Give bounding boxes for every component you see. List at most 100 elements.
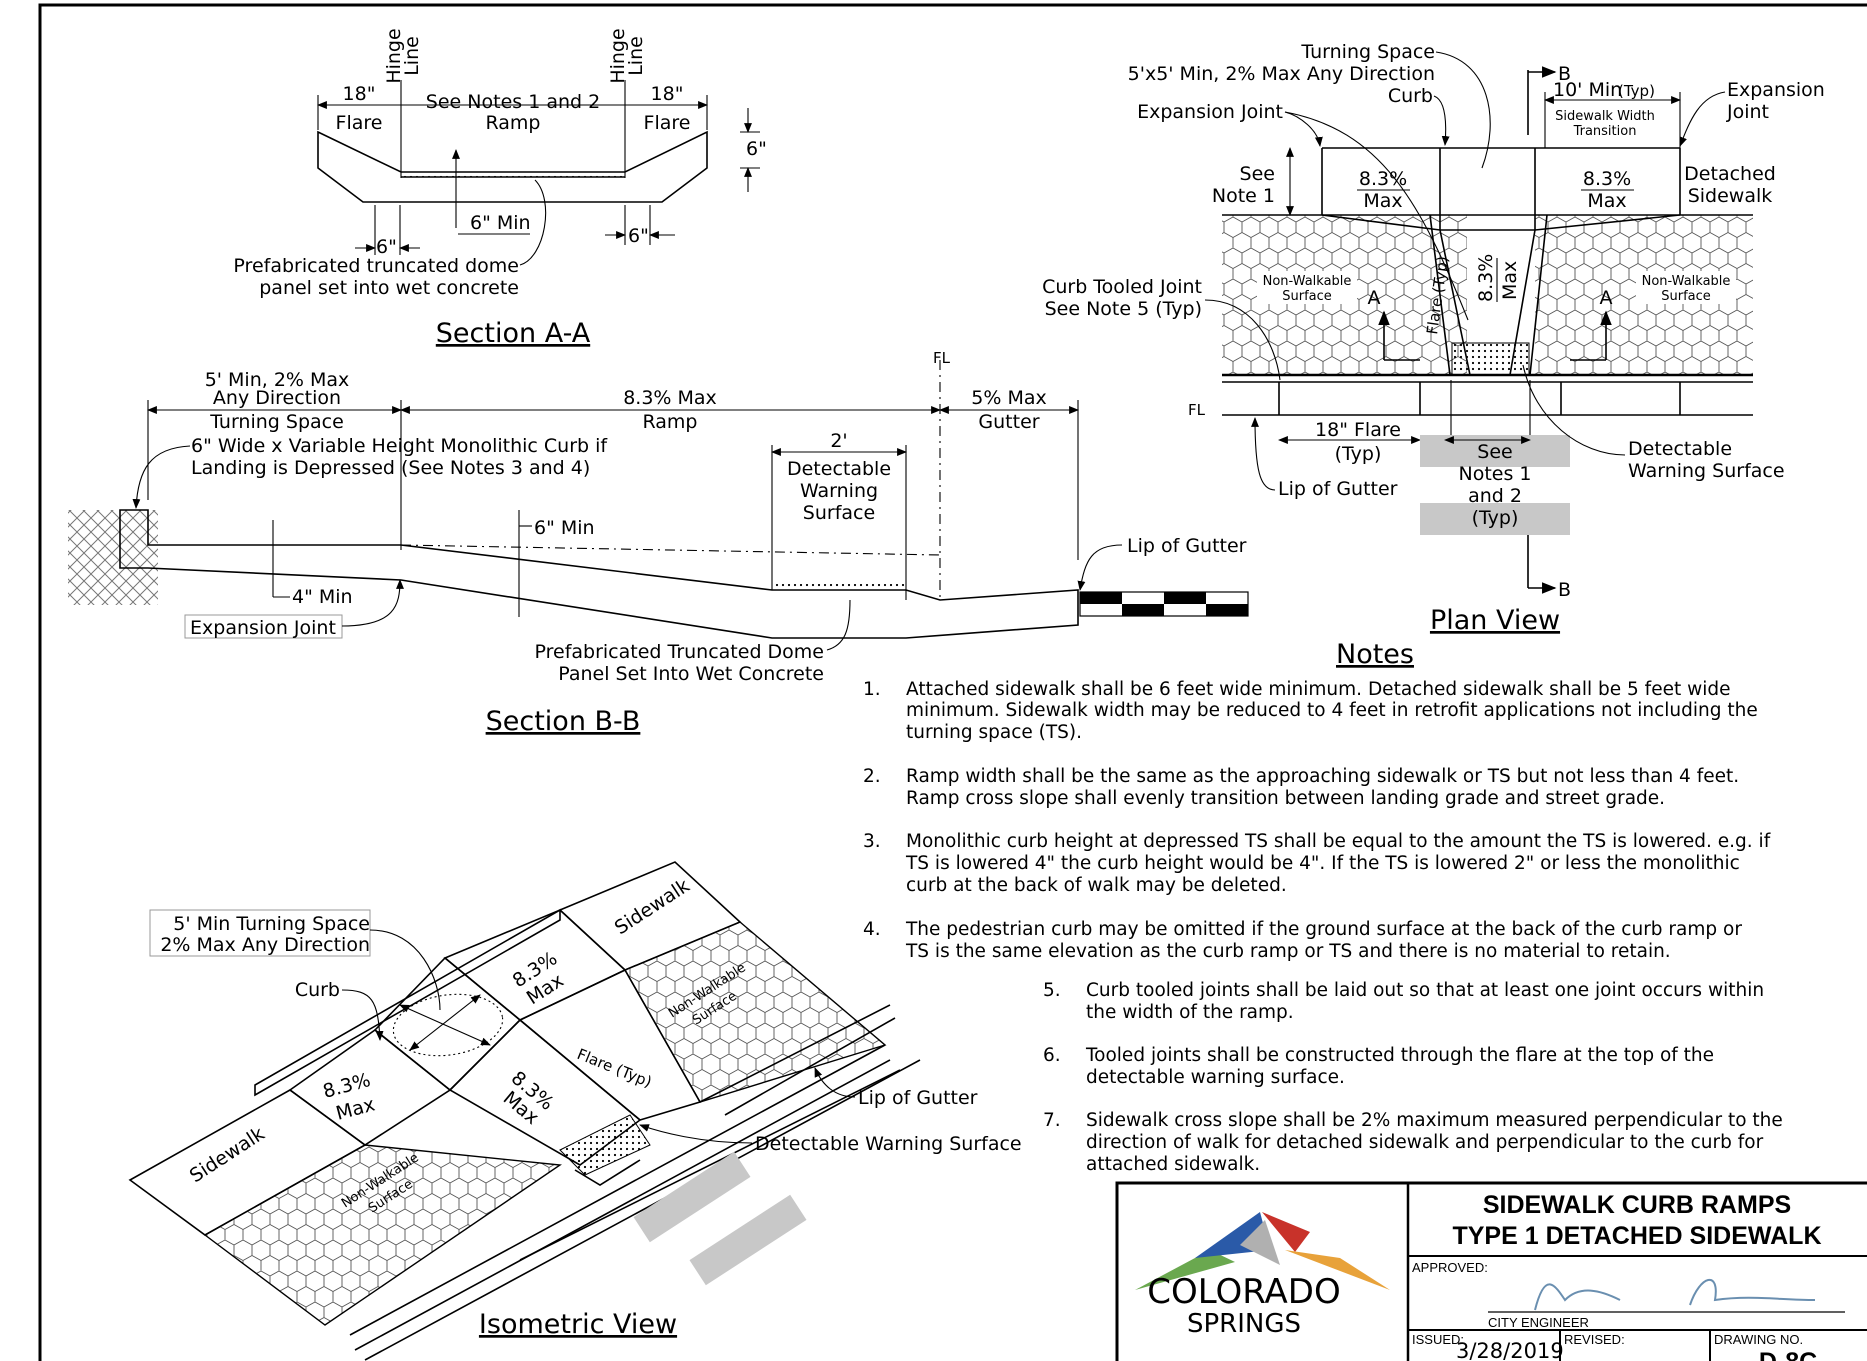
pv-slope-right-max: Max — [1587, 190, 1626, 212]
pv-section-b-top: B — [1558, 63, 1571, 85]
bb-6in-min: 6" Min — [534, 517, 595, 539]
colorado-springs-logo: COLORADO SPRINGS — [1135, 1212, 1390, 1339]
bb-gutter-label: Gutter — [978, 411, 1039, 433]
pv-nonwalk-right-2: Surface — [1661, 289, 1711, 304]
hinge-line-right-2: Line — [625, 36, 647, 76]
iso-lip-of-gutter: Lip of Gutter — [858, 1087, 978, 1109]
note-2-line-2: Ramp cross slope shall evenly transition… — [906, 788, 1665, 809]
bb-dws-2: Warning — [800, 480, 878, 502]
note-6-line-1: Tooled joints shall be constructed throu… — [1085, 1045, 1714, 1066]
pv-see-note-1b: Note 1 — [1212, 185, 1275, 207]
pv-dws-2: Warning Surface — [1628, 460, 1785, 482]
pv-see-notes-2: Notes 1 — [1458, 463, 1531, 485]
bb-flowline-label: FL — [933, 349, 951, 367]
bb-gutter-checker — [1079, 591, 1249, 617]
tb-city-engineer: CITY ENGINEER — [1488, 1315, 1589, 1330]
bb-4in-min: 4" Min — [292, 586, 353, 608]
aa-6in-min: 6" Min — [470, 212, 531, 234]
bb-curb-note-2: Landing is Depressed (See Notes 3 and 4) — [191, 457, 590, 479]
pv-width-transition-2: Transition — [1573, 124, 1637, 139]
notes-heading: Notes — [1336, 639, 1414, 670]
pv-section-a-right: A — [1570, 287, 1613, 361]
bb-curb-note-1: 6" Wide x Variable Height Monolithic Cur… — [191, 435, 608, 457]
section-bb: 5' Min, 2% Max Any Direction Turning Spa… — [68, 349, 1249, 737]
bb-dws-3: Surface — [803, 502, 875, 524]
pv-dws — [1451, 342, 1530, 376]
tb-title-line-2: TYPE 1 DETACHED SIDEWALK — [1452, 1222, 1821, 1250]
tb-signature — [1534, 1279, 1816, 1311]
tb-issued-date: 3/28/2019 — [1456, 1339, 1564, 1361]
note-4-line-1: The pedestrian curb may be omitted if th… — [905, 919, 1742, 940]
note-3-line-3: curb at the back of walk may be deleted. — [906, 875, 1287, 896]
pv-see-notes-4: (Typ) — [1472, 507, 1519, 529]
note-3-num: 3. — [863, 831, 881, 852]
iso-nonwalk-bottom — [203, 1144, 562, 1326]
title-block: SIDEWALK CURB RAMPS TYPE 1 DETACHED SIDE… — [1115, 1181, 1867, 1361]
pv-expansion-joint-right-2: Joint — [1726, 101, 1769, 123]
pv-expansion-joint: Expansion Joint — [1137, 101, 1283, 123]
pv-detached-sidewalk-2: Sidewalk — [1688, 185, 1773, 207]
pv-width-transition-1: Sidewalk Width — [1555, 109, 1655, 124]
note-4-num: 4. — [863, 919, 881, 940]
logo-text-springs: SPRINGS — [1187, 1309, 1301, 1339]
pv-dws-1: Detectable — [1628, 438, 1732, 460]
note-4-line-2: TS is the same elevation as the curb ram… — [905, 941, 1671, 962]
iso-gutter — [349, 1044, 921, 1361]
notes: Notes 1. Attached sidewalk shall be 6 fe… — [863, 639, 1783, 1175]
pv-ramp-slope-max: Max — [1499, 261, 1521, 300]
tb-revised-label: REVISED: — [1564, 1332, 1625, 1347]
bb-ground-hatch — [68, 510, 158, 605]
note-7-num: 7. — [1043, 1110, 1061, 1131]
aa-6in-bottom-right: 6" — [628, 225, 649, 247]
pv-turning-space-1: Turning Space — [1300, 41, 1435, 63]
bb-turning-space-3: Turning Space — [209, 411, 344, 433]
note-5-num: 5. — [1043, 980, 1061, 1001]
note-7-line-3: attached sidewalk. — [1086, 1154, 1260, 1175]
aa-dome-note-1: Prefabricated truncated dome — [233, 255, 519, 277]
pv-nonwalk-left-2: Surface — [1282, 289, 1332, 304]
bb-turning-space-2: Any Direction — [213, 387, 341, 409]
tb-drawing-no: D-8C — [1759, 1348, 1817, 1361]
bb-expansion-joint: Expansion Joint — [190, 617, 336, 639]
section-aa-title: Section A-A — [436, 318, 591, 349]
bb-dome-note-2: Panel Set Into Wet Concrete — [558, 663, 824, 685]
aa-flare-right-dim: 18" — [651, 83, 684, 105]
note-5-line-1: Curb tooled joints shall be laid out so … — [1086, 980, 1764, 1001]
pv-flowline: FL — [1188, 401, 1206, 419]
pv-see-notes-3: and 2 — [1468, 485, 1522, 507]
bb-dws-1: Detectable — [787, 458, 891, 480]
sheet-border — [38, 3, 1867, 1361]
tb-drawing-no-label: DRAWING NO. — [1714, 1332, 1803, 1347]
logo-mountain-red — [1262, 1212, 1310, 1252]
pv-slope-left-val: 8.3% — [1359, 168, 1407, 190]
isometric-view-title: Isometric View — [479, 1309, 677, 1340]
pv-see-note-1a: See — [1240, 163, 1275, 185]
iso-nonwalk-top — [624, 921, 887, 1103]
iso-curb-label: Curb — [295, 979, 340, 1001]
bb-ramp-slope: 8.3% Max — [623, 387, 717, 409]
pv-slope-left-max: Max — [1363, 190, 1402, 212]
note-1-line-3: turning space (TS). — [906, 722, 1082, 743]
note-6-num: 6. — [1043, 1045, 1061, 1066]
pv-nonwalk-right-1: Non-Walkable — [1642, 274, 1731, 289]
aa-flare-right-label: Flare — [644, 112, 691, 134]
pv-grey-bar-2 — [1420, 503, 1570, 535]
plan-view: B B Turning Space 5'x5' Min, 2% Max Any … — [1042, 41, 1825, 636]
iso-turning-space-1: 5' Min Turning Space — [173, 913, 370, 935]
note-1-line-2: minimum. Sidewalk width may be reduced t… — [906, 700, 1758, 721]
pv-section-a-right-label: A — [1600, 287, 1613, 309]
note-3-line-2: TS is lowered 4" the curb height would b… — [905, 853, 1740, 874]
pv-ten-min: 10' Min — [1553, 79, 1622, 101]
iso-dws-label: Detectable Warning Surface — [755, 1133, 1022, 1155]
hinge-line-right-1: Hinge — [607, 28, 629, 83]
iso-grey-bar-1 — [633, 1151, 751, 1243]
pv-section-b-bottom: B — [1558, 579, 1571, 601]
bb-ramp-label: Ramp — [643, 411, 698, 433]
pv-expansion-joint-right-1: Expansion — [1727, 79, 1825, 101]
iso-flare-typ: Flare (Typ) — [575, 1045, 655, 1091]
pv-flare-18: 18" Flare — [1315, 419, 1401, 441]
aa-dome-panel — [400, 171, 626, 178]
bb-dome-note-1: Prefabricated Truncated Dome — [534, 641, 824, 663]
pv-ramp-slope-val: 8.3% — [1475, 254, 1497, 302]
iso-curb — [254, 908, 561, 1097]
